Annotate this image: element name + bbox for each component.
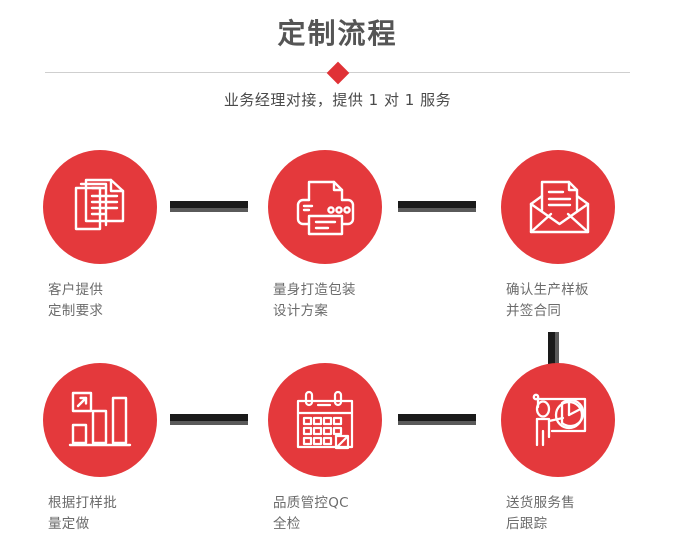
step-label-line1: 品质管控QC	[273, 495, 349, 511]
printer-icon	[292, 174, 358, 240]
connector-bar-light	[170, 208, 248, 212]
diamond-icon	[326, 61, 349, 85]
connector-bar-dark	[398, 201, 476, 208]
envelope-document-icon	[525, 174, 591, 240]
connector-bar-light	[398, 208, 476, 212]
connector-bar-light	[398, 421, 476, 425]
connector-bar-dark	[398, 414, 476, 421]
step-label-3: 确认生产样板 并签合同	[478, 280, 638, 322]
connector-bar-dark	[170, 201, 248, 208]
step-item-4[interactable]: 根据打样批 量定做	[20, 363, 180, 535]
step-label-line2: 定制要求	[48, 303, 104, 319]
connector-vertical-1	[548, 332, 559, 372]
step-label-4: 根据打样批 量定做	[20, 493, 180, 535]
connector-horizontal-1	[170, 201, 248, 212]
documents-stack-icon	[67, 174, 133, 240]
calendar-check-icon	[292, 387, 358, 453]
connector-bar-light	[170, 421, 248, 425]
step-item-1[interactable]: 客户提供 定制要求	[20, 150, 180, 322]
step-label-line1: 量身打造包装	[273, 282, 356, 298]
step-label-5: 品质管控QC 全检	[245, 493, 405, 535]
connector-bar-dark	[548, 332, 555, 372]
connector-horizontal-2	[398, 201, 476, 212]
step-label-line2: 并签合同	[506, 303, 562, 319]
step-icon-circle-1	[43, 150, 157, 264]
step-item-6[interactable]: 送货服务售 后跟踪	[478, 363, 638, 535]
step-label-1: 客户提供 定制要求	[20, 280, 180, 322]
step-label-line1: 送货服务售	[506, 495, 575, 511]
step-icon-circle-6	[501, 363, 615, 477]
step-icon-circle-3	[501, 150, 615, 264]
bar-chart-growth-icon	[67, 387, 133, 453]
connector-bar-light	[555, 332, 559, 372]
step-icon-circle-4	[43, 363, 157, 477]
header-divider	[45, 61, 630, 85]
process-steps: 客户提供 定制要求	[0, 150, 675, 550]
step-label-line2: 设计方案	[273, 303, 329, 319]
step-label-line2: 后跟踪	[506, 516, 548, 532]
connector-horizontal-3	[170, 414, 248, 425]
step-icon-circle-5	[268, 363, 382, 477]
step-label-line1: 确认生产样板	[506, 282, 589, 298]
step-label-line1: 根据打样批	[48, 495, 117, 511]
step-item-3[interactable]: 确认生产样板 并签合同	[478, 150, 638, 322]
step-label-line1: 客户提供	[48, 282, 104, 298]
step-label-line2: 全检	[273, 516, 301, 532]
connector-bar-dark	[170, 414, 248, 421]
presenter-pie-chart-icon	[525, 387, 591, 453]
step-label-6: 送货服务售 后跟踪	[478, 493, 638, 535]
page-title: 定制流程	[277, 17, 398, 50]
step-icon-circle-2	[268, 150, 382, 264]
connector-horizontal-4	[398, 414, 476, 425]
step-item-5[interactable]: 品质管控QC 全检	[245, 363, 405, 535]
step-label-line2: 量定做	[48, 516, 90, 532]
page-subtitle: 业务经理对接，提供 1 对 1 服务	[223, 91, 452, 109]
step-label-2: 量身打造包装 设计方案	[245, 280, 405, 322]
step-item-2[interactable]: 量身打造包装 设计方案	[245, 150, 405, 322]
